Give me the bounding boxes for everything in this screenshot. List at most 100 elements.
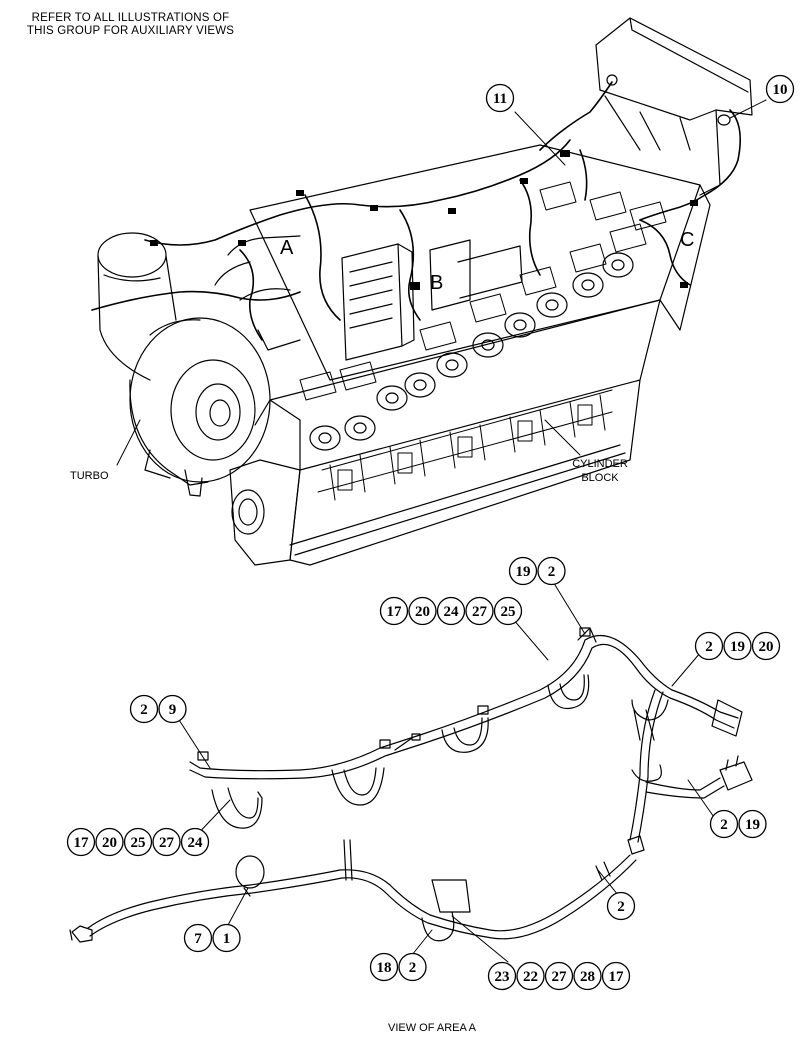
callout-circle bbox=[544, 961, 574, 991]
callout-number: 27 bbox=[159, 835, 175, 851]
callout-number: 2 bbox=[720, 817, 728, 833]
callout-number: 17 bbox=[609, 969, 625, 985]
callout-2-19-20: 2 19 20 bbox=[694, 631, 781, 661]
callout-11-leader bbox=[514, 111, 566, 166]
callout-circle bbox=[485, 83, 515, 113]
cylinder-block-leader bbox=[544, 419, 581, 456]
callout-circle bbox=[183, 923, 213, 953]
callout-circle bbox=[379, 596, 409, 626]
engine-illustration bbox=[91, 17, 767, 566]
callout-number: 24 bbox=[188, 835, 204, 851]
callout-number: 19 bbox=[516, 564, 531, 580]
callout-circle bbox=[694, 631, 724, 661]
callout-17-20-25-27-24: 17 20 25 27 24 bbox=[66, 827, 210, 857]
control-module-drawing bbox=[341, 239, 523, 361]
callout-number: 28 bbox=[580, 969, 595, 985]
callout-number: 25 bbox=[501, 604, 516, 620]
callout-number: 17 bbox=[387, 604, 403, 620]
callout-number: 19 bbox=[745, 817, 760, 833]
callout-number: 20 bbox=[102, 835, 117, 851]
callout-circle bbox=[158, 694, 187, 724]
callout-number: 27 bbox=[552, 969, 568, 985]
upper-harness-branch bbox=[189, 627, 753, 843]
header-note: REFER TO ALL ILLUSTRATIONS OF THIS GROUP… bbox=[8, 12, 253, 38]
callout-number: 2 bbox=[705, 639, 713, 655]
callout-circle bbox=[212, 923, 241, 953]
callout-circle bbox=[487, 961, 517, 991]
callout-number: 2 bbox=[409, 960, 417, 976]
callout-circle bbox=[765, 74, 795, 104]
engine-block-drawing bbox=[229, 144, 711, 566]
callout-number: 20 bbox=[759, 639, 774, 655]
callout-circle bbox=[465, 596, 494, 626]
cylinder-heads-rear-bank bbox=[299, 181, 667, 401]
callout-number: 23 bbox=[495, 969, 510, 985]
callout-19-2-top: 19 2 bbox=[508, 556, 566, 586]
callout-circle bbox=[751, 631, 781, 661]
callout-number: 2 bbox=[140, 702, 148, 718]
area-b-label: B bbox=[430, 272, 443, 294]
callout-17-20-24-27-25: 17 20 24 27 25 bbox=[379, 596, 523, 626]
header-note-line-1: REFER TO ALL ILLUSTRATIONS OF bbox=[31, 12, 230, 24]
callout-10: 10 bbox=[765, 74, 795, 104]
callout-circle bbox=[123, 827, 153, 857]
cylinder-block-label-line-2: BLOCK bbox=[581, 472, 619, 484]
callout-circle bbox=[573, 961, 602, 991]
callout-number: 22 bbox=[523, 969, 538, 985]
area-a-label: A bbox=[280, 237, 294, 259]
turbo-drawing bbox=[129, 317, 271, 497]
callout-circle bbox=[180, 827, 210, 857]
harness-detail bbox=[69, 579, 753, 963]
callout-circle bbox=[493, 596, 523, 626]
callout-circle bbox=[709, 809, 739, 839]
callout-10-leader bbox=[729, 99, 767, 119]
harness-connectors bbox=[150, 150, 698, 290]
cylinder-block-label-line-1: CYLINDER bbox=[572, 458, 628, 470]
callout-circle bbox=[66, 827, 96, 857]
callout-circle bbox=[601, 961, 631, 991]
callout-number: 2 bbox=[617, 899, 625, 915]
engine-wiring-harness bbox=[91, 81, 741, 341]
callout-2: 2 bbox=[606, 891, 636, 921]
turbo-inlet-drawing bbox=[97, 232, 177, 381]
turbo-leader bbox=[116, 419, 141, 466]
area-c-label: C bbox=[680, 229, 694, 251]
callout-number: 10 bbox=[773, 82, 788, 98]
callout-number: 27 bbox=[472, 604, 488, 620]
callout-circle bbox=[408, 596, 437, 626]
view-caption: VIEW OF AREA A bbox=[388, 1022, 477, 1034]
callout-circle bbox=[537, 556, 566, 586]
cylinder-block-panels bbox=[317, 389, 613, 501]
cylinder-heads-front-bank bbox=[309, 252, 634, 451]
callout-number: 25 bbox=[131, 835, 146, 851]
callout-number: 20 bbox=[415, 604, 430, 620]
turbo-label: TURBO bbox=[70, 470, 109, 482]
lower-harness-branch bbox=[69, 835, 645, 943]
callout-circle bbox=[398, 952, 427, 982]
callout-circle bbox=[152, 827, 181, 857]
callout-number: 24 bbox=[444, 604, 460, 620]
callout-circle bbox=[369, 952, 399, 982]
callout-18-2: 18 2 bbox=[369, 952, 427, 982]
callout-23-22-27-28-17: 23 22 27 28 17 bbox=[487, 961, 631, 991]
callout-2-19: 2 19 bbox=[709, 809, 767, 839]
callout-number: 7 bbox=[194, 931, 202, 947]
callout-number: 18 bbox=[377, 960, 392, 976]
callout-circle bbox=[723, 631, 752, 661]
callout-number: 2 bbox=[548, 564, 556, 580]
callout-number: 17 bbox=[74, 835, 90, 851]
callout-number: 19 bbox=[730, 639, 745, 655]
callout-circle bbox=[436, 596, 466, 626]
callout-circle bbox=[738, 809, 767, 839]
callout-circle bbox=[129, 694, 159, 724]
callout-circle bbox=[95, 827, 124, 857]
callout-circle bbox=[516, 961, 545, 991]
callout-number: 9 bbox=[169, 702, 177, 718]
callout-number: 11 bbox=[493, 91, 507, 107]
callout-11: 11 bbox=[485, 83, 515, 113]
header-note-line-2: THIS GROUP FOR AUXILIARY VIEWS bbox=[26, 25, 235, 37]
